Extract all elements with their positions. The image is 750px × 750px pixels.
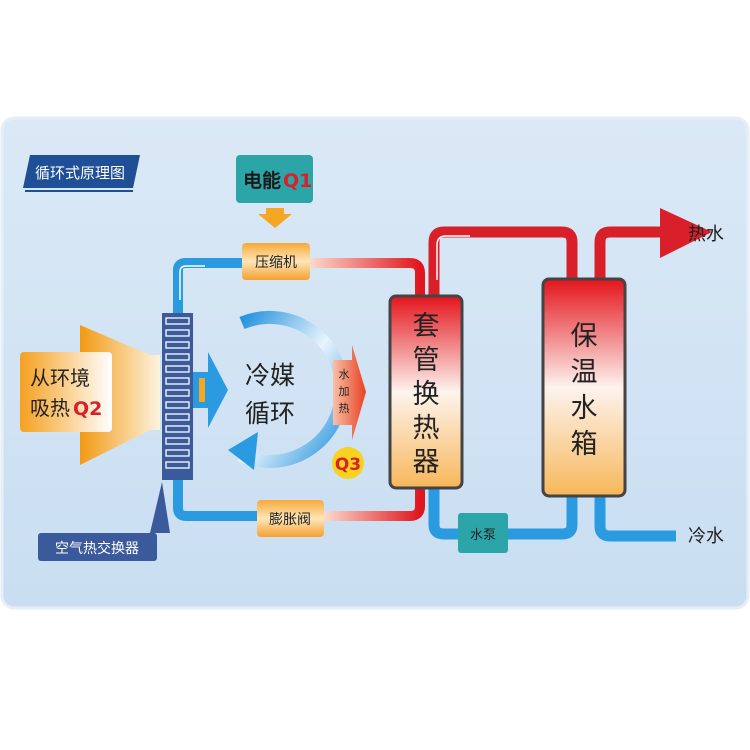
air-exchanger-label-box: 空气热交换器	[38, 482, 170, 561]
refrigerant-pipe-cold-top	[173, 258, 245, 315]
insulated-water-tank: 保 温 水 箱	[541, 277, 627, 498]
q1-label: Q1	[283, 170, 312, 192]
pump-label: 水泵	[470, 528, 496, 543]
energy-label: 电能	[243, 169, 281, 192]
air-heat-exchanger	[162, 313, 193, 480]
flow-arrow-icon	[436, 235, 470, 280]
fan-arrow-icon	[193, 352, 228, 428]
ambient-line1: 从环境	[30, 366, 90, 390]
air-exchanger-label: 空气热交换器	[55, 540, 139, 557]
tank-char: 温	[571, 357, 598, 388]
water-pump-box: 水泵	[458, 513, 508, 553]
compressor-label: 压缩机	[255, 255, 297, 271]
cycle-arrow-icon	[228, 432, 258, 470]
ambient-line2: 吸热	[30, 396, 70, 420]
title-text: 循环式原理图	[35, 164, 125, 182]
cold-water-inlet-pipe	[594, 494, 676, 542]
fan-icon	[199, 378, 205, 402]
tube-exchanger-char: 换	[413, 379, 440, 410]
tube-exchanger-char: 管	[413, 345, 440, 376]
tank-char: 保	[571, 321, 598, 352]
tube-exchanger-char: 器	[413, 447, 440, 478]
refrigerant-line1: 冷媒	[245, 361, 295, 390]
water-heating-arrow: 水 加 热 Q3	[332, 345, 366, 479]
tube-exchanger-char: 热	[413, 413, 440, 444]
tank-char: 箱	[571, 429, 598, 460]
refrigerant-line2: 循环	[245, 399, 295, 428]
expansion-valve-box: 膨胀阀	[257, 500, 324, 537]
title-tag: 循环式原理图	[23, 155, 140, 192]
water-heating-char: 加	[339, 385, 350, 398]
hot-water-outlet-pipe	[594, 226, 662, 282]
ambient-heat-arrow: 从环境 吸热 Q2	[20, 325, 160, 465]
refrigerant-pipe-hot-top	[305, 258, 425, 300]
hot-water-pipe	[428, 226, 578, 300]
tank-char: 水	[571, 393, 598, 424]
electric-energy-box: 电能 Q1	[236, 155, 313, 203]
water-heating-char: 水	[339, 368, 350, 381]
refrigerant-pipe-cold-bottom	[173, 478, 262, 521]
q2-label: Q2	[73, 398, 102, 420]
water-heating-char: 热	[339, 402, 350, 415]
refrigerant-pipe-hot-bottom	[320, 485, 425, 521]
tube-heat-exchanger: 套 管 换 热 器	[388, 294, 464, 490]
hot-water-label: 热水	[688, 224, 724, 245]
tube-exchanger-char: 套	[413, 311, 440, 342]
cold-water-label: 冷水	[688, 526, 724, 547]
hot-water-arrow-icon	[660, 208, 712, 258]
down-arrow-icon	[258, 208, 292, 228]
expansion-valve-label: 膨胀阀	[269, 511, 311, 528]
q3-label: Q3	[335, 455, 361, 475]
flow-arrow-icon	[179, 265, 205, 300]
compressor-box: 压缩机	[242, 243, 310, 280]
